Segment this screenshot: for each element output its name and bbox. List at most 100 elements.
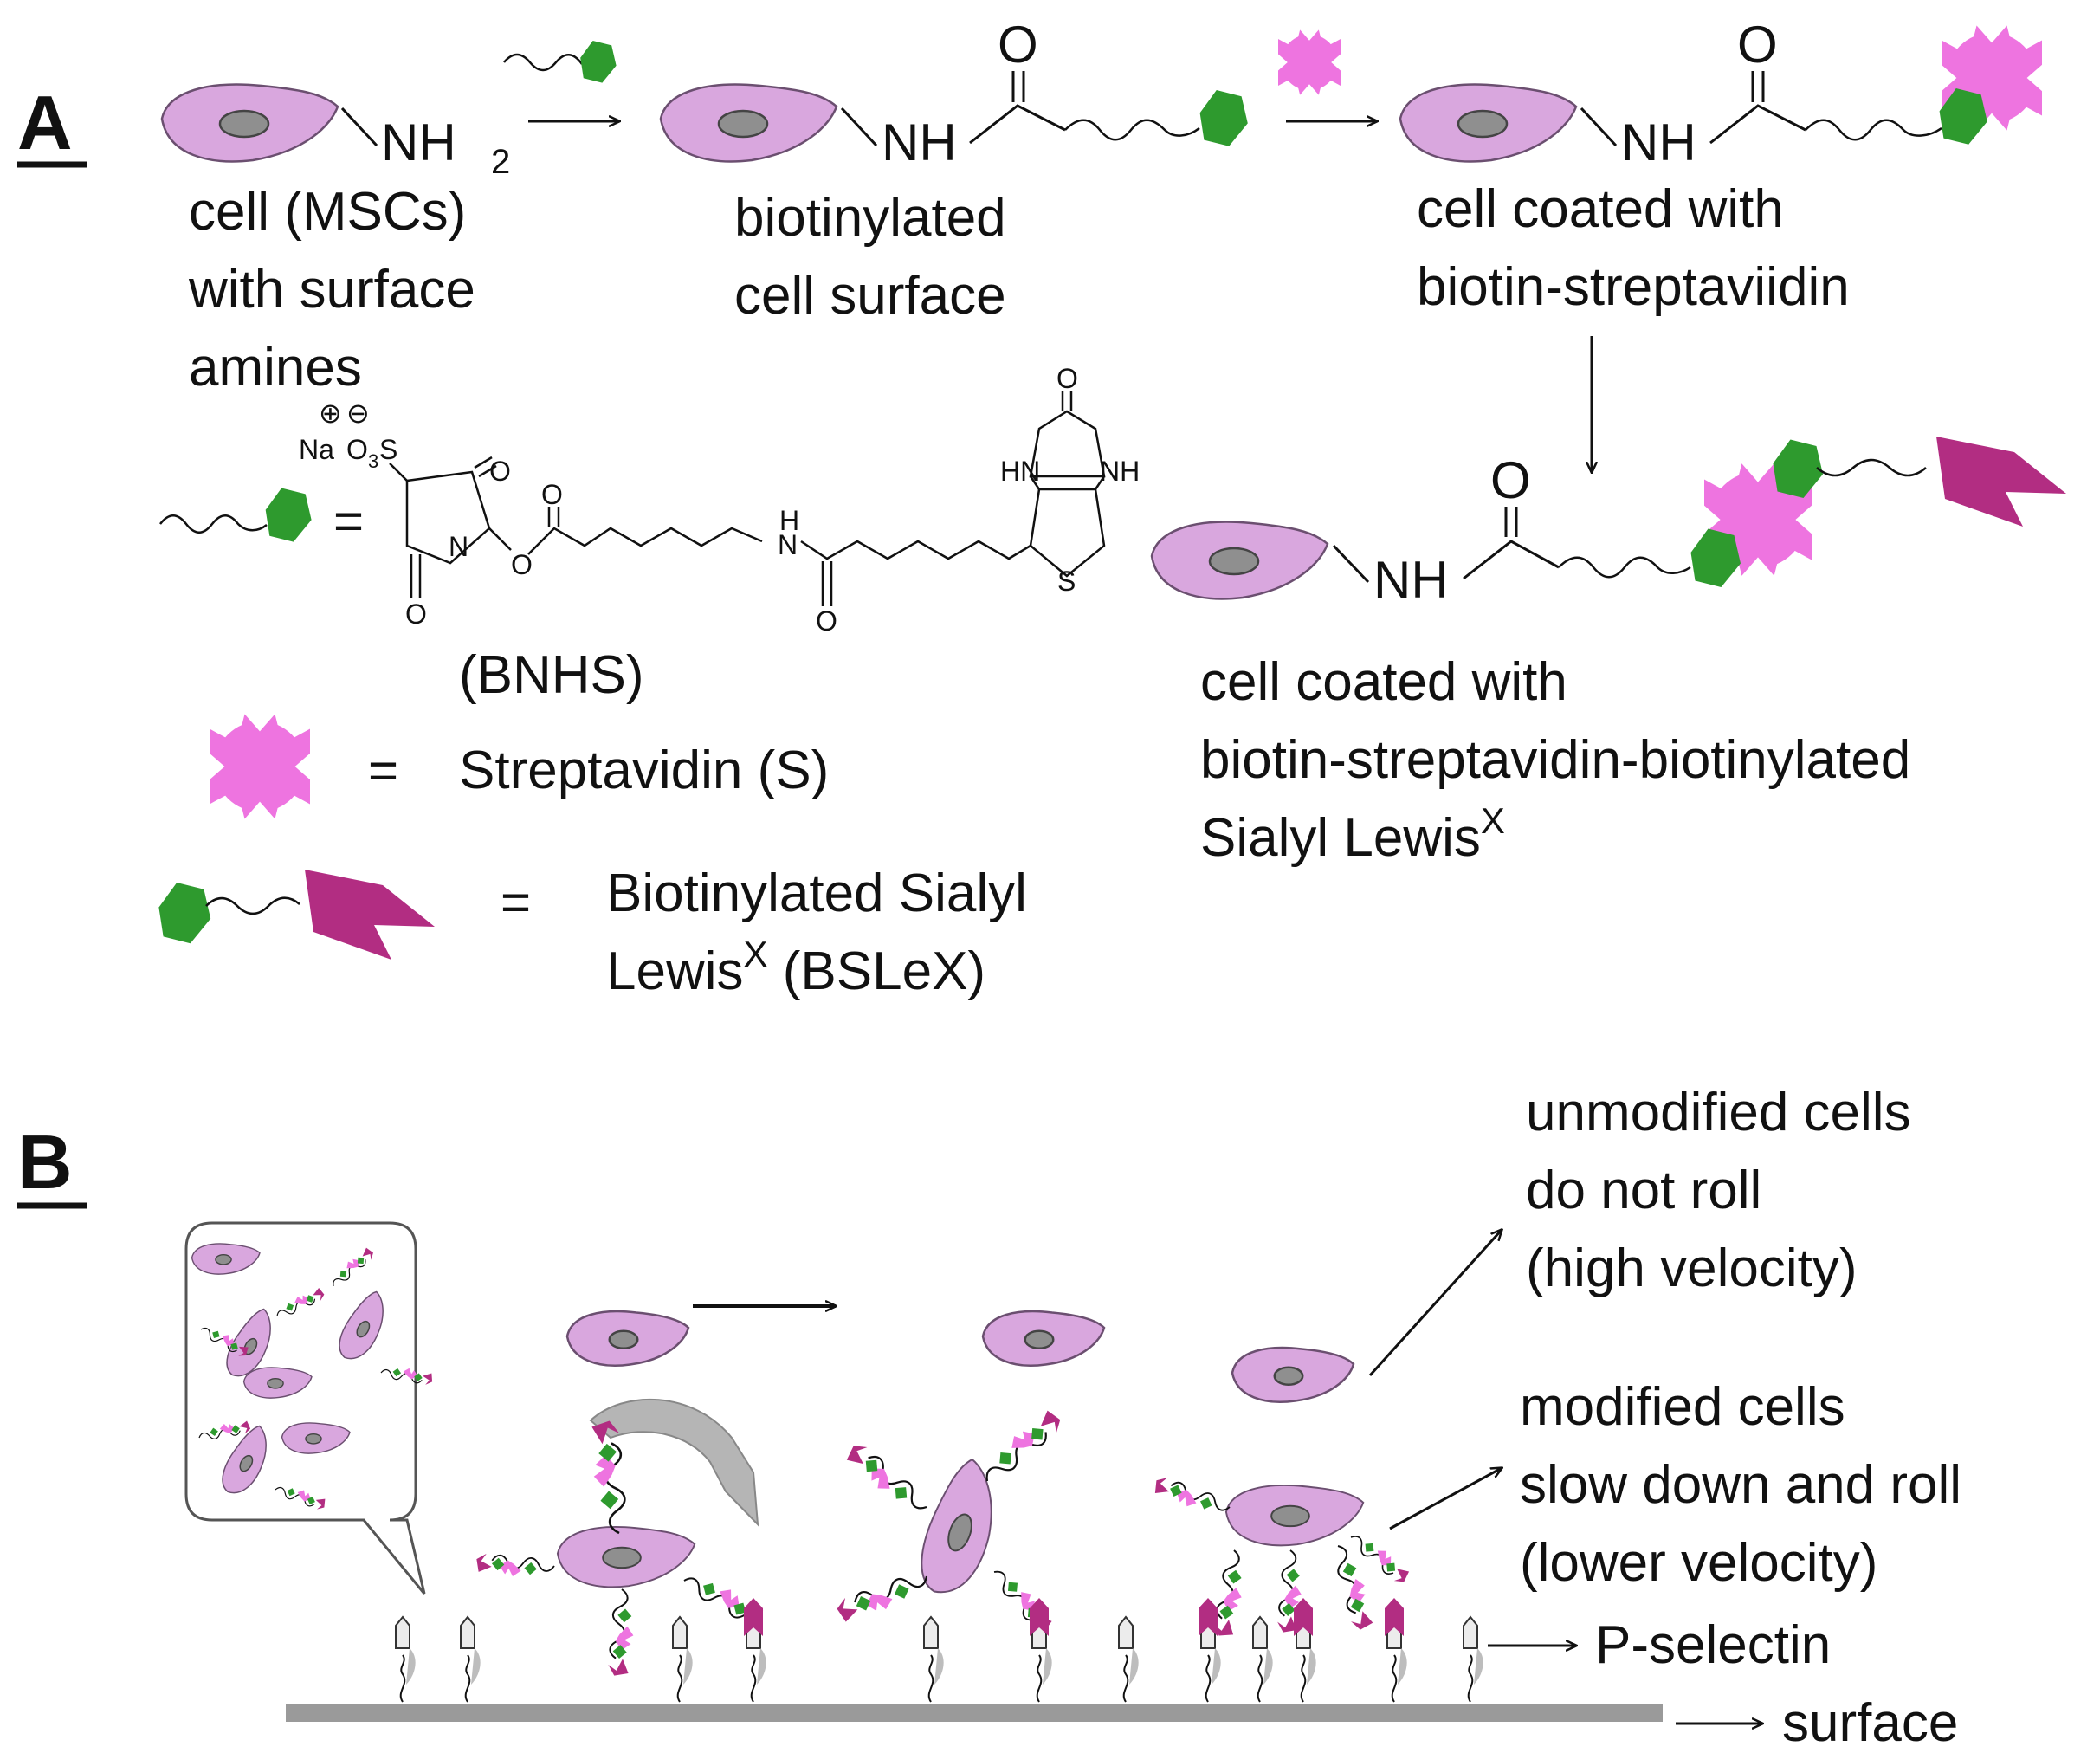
atom-o: O (1056, 363, 1078, 394)
cell-icon (1399, 83, 1578, 163)
p-selectin-icon (1118, 1616, 1140, 1703)
cell-icon (1150, 521, 1329, 600)
tether-icon (1150, 1473, 1233, 1522)
amine-subscript: 2 (491, 143, 510, 181)
cell-icon (160, 83, 339, 163)
amine-group: NH (381, 113, 456, 171)
atom-o: O (405, 598, 427, 630)
panel-b: B (17, 1083, 1961, 1753)
tether-icon (1347, 1527, 1413, 1588)
step2-label-line2: cell surface (734, 266, 1006, 326)
legend-bslex-line1: Biotinylated Sialyl (606, 864, 1027, 923)
atom-o3s-s: S (379, 434, 397, 465)
modified-line3: (lower velocity) (1520, 1533, 1877, 1593)
cell-icon (1231, 1346, 1355, 1403)
biotin-icon (265, 488, 312, 542)
tether-icon (606, 1588, 638, 1679)
atom-o3s-o: O (346, 434, 368, 465)
p-selectin-icon (460, 1616, 481, 1703)
slex-icon (305, 870, 435, 960)
p-selectin-icon (1293, 1597, 1317, 1703)
step4-label-line2: biotin-streptavidin-biotinylated (1200, 730, 1910, 790)
atom-o: O (489, 456, 511, 487)
step1-label-line3: amines (189, 338, 362, 398)
tether-icon (475, 1552, 556, 1582)
biotin-icon (1199, 90, 1248, 146)
p-selectin-icon (1029, 1597, 1053, 1703)
callout-bubble (184, 1221, 435, 1595)
step2-cell: NH O (659, 16, 1248, 171)
rotate-arrow-icon (589, 1398, 759, 1527)
step2-label-line1: biotinylated (734, 188, 1006, 248)
atom-o: O (541, 479, 563, 510)
p-selectin-icon (1198, 1597, 1222, 1703)
cell-icon (565, 1310, 690, 1367)
amide-group: NH (882, 113, 957, 171)
step4-label-line3: Sialyl LewisX (1200, 800, 1505, 868)
p-selectin-row (395, 1597, 1484, 1703)
p-selectin-icon (1252, 1616, 1274, 1703)
step1-label-line1: cell (MSCs) (189, 182, 466, 242)
atom-o: O (816, 605, 837, 637)
biotin-icon (580, 41, 617, 83)
atom-n: N (449, 531, 468, 562)
streptavidin-icon (1275, 28, 1344, 97)
p-selectin-label: P-selectin (1595, 1615, 1831, 1675)
unmodified-line2: do not roll (1526, 1161, 1761, 1220)
p-selectin-icon (1463, 1616, 1484, 1703)
carbonyl-o: O (1737, 16, 1778, 74)
bond-line (340, 107, 378, 147)
legend-bnhs-name: (BNHS) (459, 645, 644, 705)
cell-icon (981, 1310, 1106, 1367)
atom-o: O (511, 549, 533, 580)
biotin-icon (158, 883, 211, 944)
panel-b-letter: B (17, 1119, 73, 1205)
bnhs-atom-labels: ⊕ ⊖ Na O 3 S O N O O O H N O S HN NH O (299, 363, 1140, 637)
modified-line2: slow down and roll (1520, 1455, 1961, 1515)
legend-bnhs: = (159, 488, 364, 550)
slex-icon (1936, 437, 2066, 527)
charge-plus: ⊕ (319, 398, 342, 429)
p-selectin-icon (395, 1616, 417, 1703)
arrow-icon (1389, 1468, 1502, 1530)
step4-label-line3-sup: X (1481, 800, 1505, 841)
atom-s: S (1057, 566, 1076, 597)
tether-icon (975, 1406, 1067, 1488)
step3-cell: NH O (1399, 16, 2047, 171)
legend-equals: = (501, 873, 531, 931)
amide-group: NH (1373, 551, 1449, 609)
tether-icon (833, 1568, 934, 1627)
modified-line1: modified cells (1520, 1377, 1845, 1437)
surface-label: surface (1782, 1693, 1958, 1753)
carbonyl-o: O (1490, 451, 1531, 509)
reagent-bnhs-small (503, 41, 617, 83)
step1-cell: NH 2 (160, 83, 510, 181)
panel-a-letter: A (17, 80, 73, 165)
step4-label-line3-main: Sialyl Lewis (1200, 808, 1481, 868)
cell-icon (556, 1525, 696, 1588)
atom-n: N (778, 529, 798, 560)
legend-bslex-line2-rest: (BSLeX) (768, 941, 986, 1001)
p-selectin-icon (743, 1597, 767, 1703)
legend-bslex-line2-main: Lewis (606, 941, 744, 1001)
legend-streptavidin-name: Streptavidin (S) (459, 741, 829, 800)
step3-label-line2: biotin-streptaviidin (1417, 257, 1850, 317)
legend-bslex-line2-sup: X (744, 934, 768, 974)
p-selectin-icon (672, 1616, 694, 1703)
unmodified-line1: unmodified cells (1526, 1083, 1911, 1142)
panel-a: A NH 2 cell (MSCs) with surface amines N… (17, 16, 2066, 1001)
biotin-icon (1690, 528, 1741, 587)
atom-nh: NH (1100, 456, 1140, 487)
tether-icon (1211, 1548, 1250, 1640)
arrow-icon (1368, 1230, 1502, 1377)
step1-label-line2: with surface (188, 260, 475, 320)
p-selectin-icon (1384, 1597, 1408, 1703)
cell-icon (659, 83, 838, 163)
legend-bslex (158, 870, 435, 960)
amide-group: NH (1621, 113, 1696, 171)
legend-bslex-line2: LewisX (BSLeX) (606, 934, 985, 1001)
atom-na: Na (299, 434, 334, 465)
tether-icon (841, 1439, 933, 1522)
surface-bar (286, 1704, 1663, 1722)
